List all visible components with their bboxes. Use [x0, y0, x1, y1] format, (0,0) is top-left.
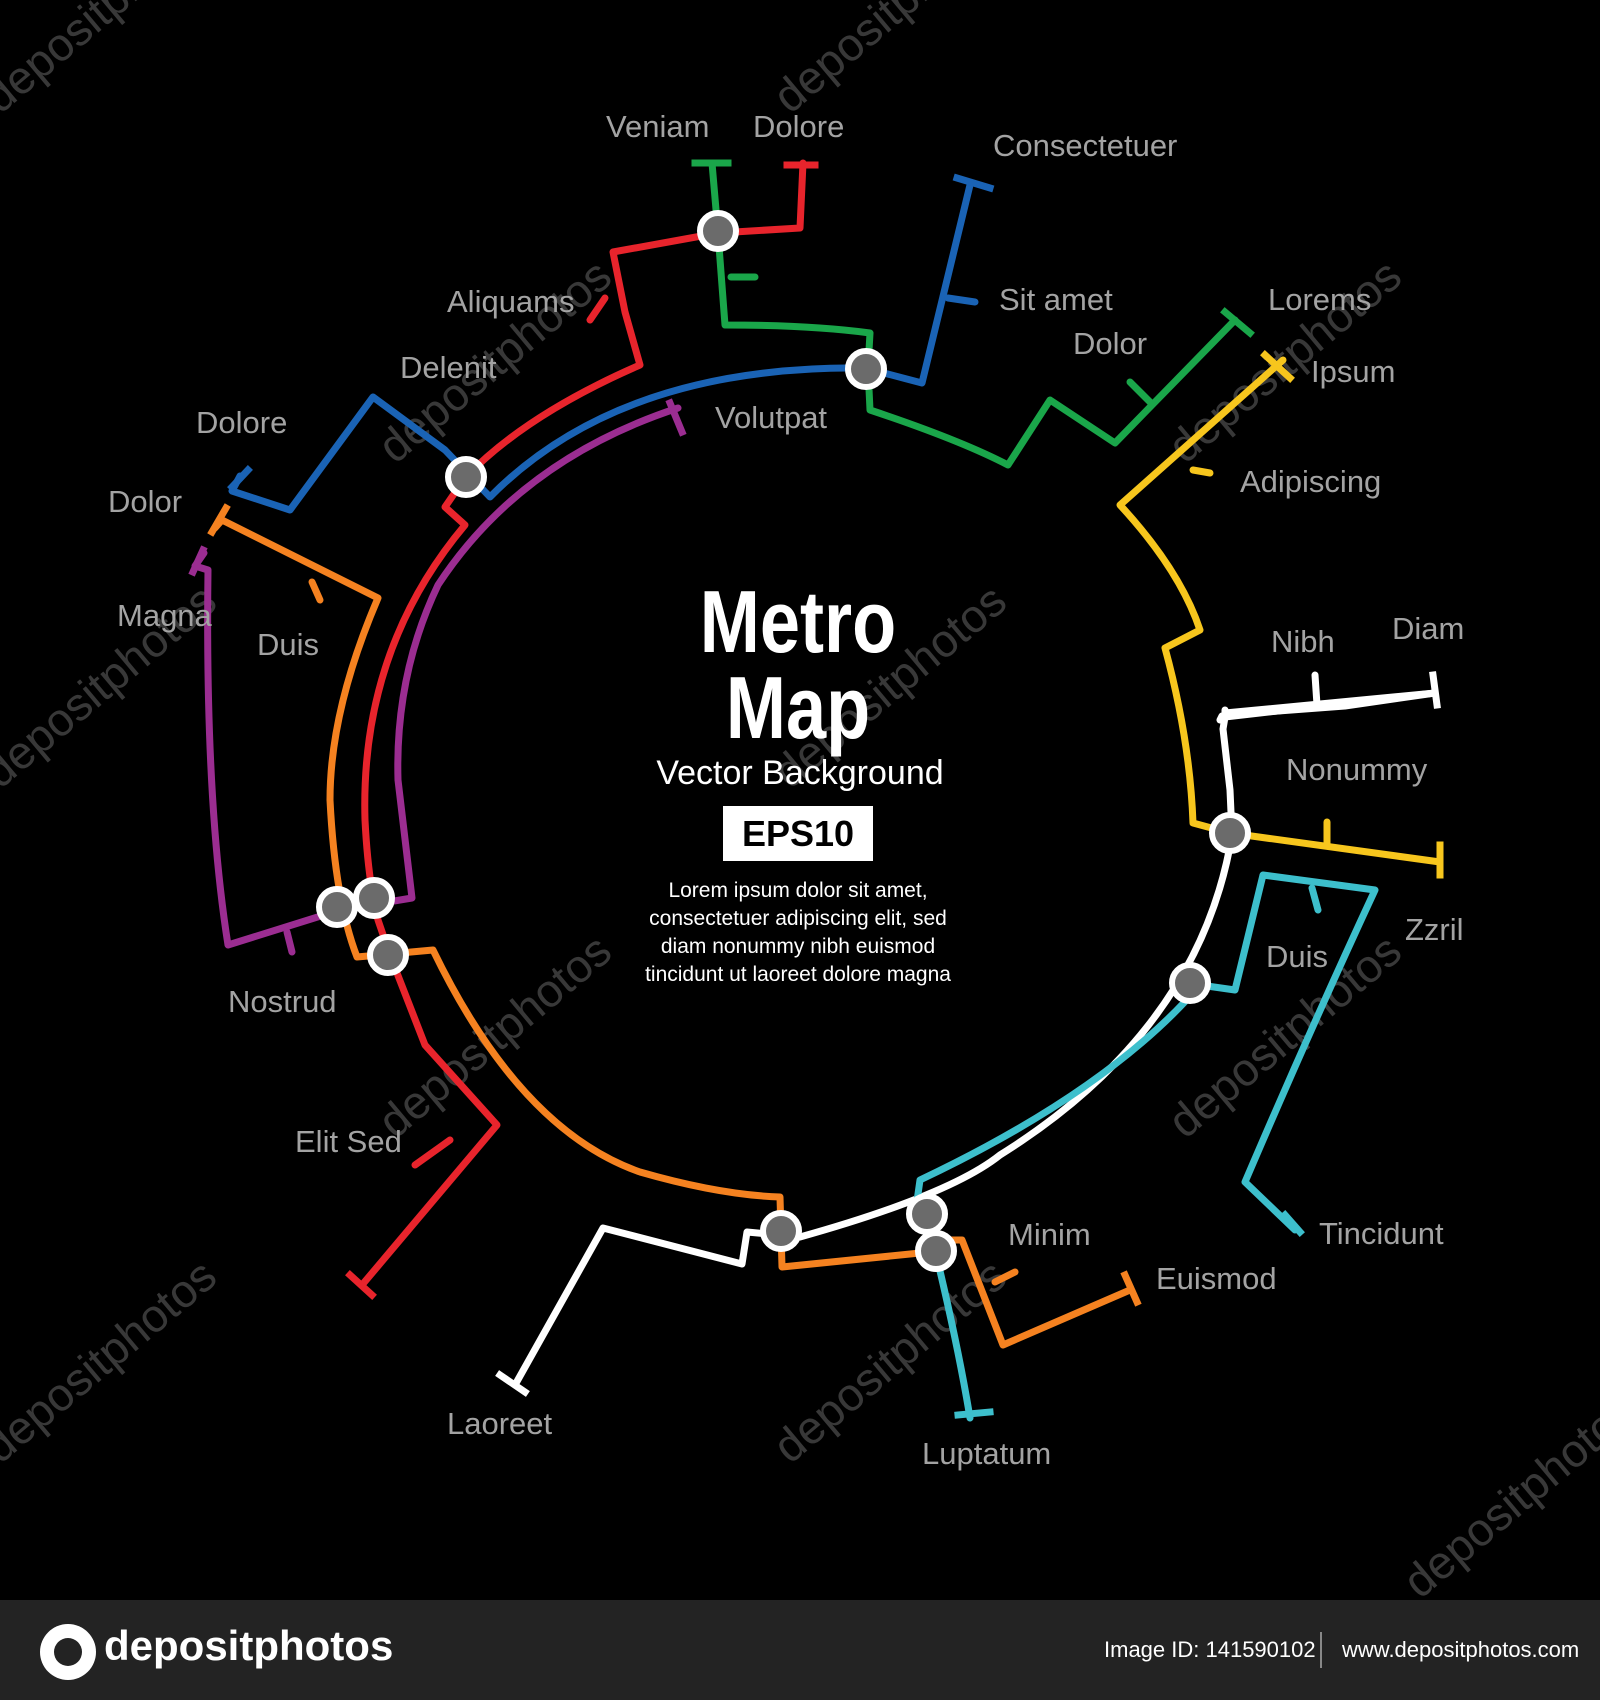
- terminus-cap: [345, 1270, 377, 1300]
- interchange-station: [760, 1210, 802, 1252]
- metro-line-purple: [191, 404, 682, 956]
- interchange-station: [845, 348, 887, 390]
- terminus-cap: [1429, 671, 1441, 709]
- terminus-cap: [207, 503, 231, 537]
- title-line-1: Metro: [700, 573, 896, 671]
- metro-line-red: [358, 159, 807, 1289]
- metro-line-cyan: [912, 871, 1379, 1422]
- station-label: Lorems: [1268, 282, 1371, 317]
- station-label: Dolor: [1073, 326, 1147, 361]
- station-label: Veniam: [606, 109, 709, 144]
- station-label: Diam: [1392, 611, 1464, 646]
- interchange-station: [906, 1193, 948, 1235]
- station-label: Dolor: [108, 484, 182, 519]
- station-label: Delenit: [400, 350, 497, 385]
- interchange-station: [1209, 812, 1251, 854]
- station-label: Dolore: [196, 405, 287, 440]
- station-label: Ipsum: [1311, 354, 1395, 389]
- interchange-station: [697, 210, 739, 252]
- metro-line-orange: [211, 516, 1134, 1349]
- station-labels: Veniam Dolore Consectetuer Sit amet Lore…: [108, 109, 1464, 1471]
- metro-map: depositphotos depositphotos depositphoto…: [0, 0, 1600, 1600]
- body-text-line: consectetuer adipiscing elit, sed: [649, 907, 947, 930]
- body-text-line: diam nonummy nibh euismod: [661, 935, 935, 958]
- station-label: Elit Sed: [295, 1124, 402, 1159]
- interchange-station: [1169, 962, 1211, 1004]
- station-label: Nibh: [1271, 624, 1335, 659]
- station-label: Duis: [257, 627, 319, 662]
- station-label: Luptatum: [922, 1436, 1051, 1471]
- station-label: Minim: [1008, 1217, 1091, 1252]
- terminus-cap: [665, 398, 687, 437]
- title-line-2: Map: [726, 659, 870, 757]
- interchange-station: [316, 886, 358, 928]
- terminus-cap: [1120, 1270, 1142, 1307]
- terminus-cap: [227, 465, 253, 492]
- depositphotos-logo-icon: [40, 1624, 96, 1680]
- terminus-cap: [1280, 1210, 1305, 1237]
- interchange-station: [367, 934, 409, 976]
- interchange-station: [353, 877, 395, 919]
- terminus-cap: [1260, 350, 1295, 383]
- station-label: Dolore: [753, 109, 844, 144]
- station-label: Tincidunt: [1319, 1216, 1444, 1251]
- center-title-block: Metro Map Vector Background EPS10 Lorem …: [645, 573, 951, 986]
- station-label: Laoreet: [447, 1406, 553, 1441]
- station-label: Sit amet: [999, 282, 1113, 317]
- interchange-station: [915, 1230, 957, 1272]
- station-label: Volutpat: [715, 400, 827, 435]
- station-label: Magna: [117, 598, 213, 633]
- subtitle: Vector Background: [656, 754, 943, 792]
- station-label: Euismod: [1156, 1261, 1277, 1296]
- terminus-cap: [952, 173, 995, 193]
- station-label: Duis: [1266, 939, 1328, 974]
- badge-box: [723, 806, 873, 861]
- metro-line-blue: [228, 181, 979, 514]
- terminus-cap: [954, 1408, 994, 1419]
- station-label: Nonummy: [1286, 752, 1428, 787]
- footer-bar: depositphotos Image ID: 141590102 www.de…: [0, 1600, 1600, 1700]
- station-label: Consectetuer: [993, 128, 1177, 163]
- footer-logo-text: depositphotos: [104, 1622, 394, 1669]
- station-label: Aliquams: [447, 284, 575, 319]
- station-label: Nostrud: [228, 984, 337, 1019]
- image-id: Image ID: 141590102: [1104, 1637, 1316, 1662]
- station-label: Zzril: [1405, 912, 1464, 947]
- terminus-cap: [1220, 307, 1255, 338]
- interchange-station: [445, 456, 487, 498]
- footer-divider: [1320, 1632, 1322, 1668]
- terminus-cap: [495, 1370, 530, 1397]
- metro-line-white: [511, 671, 1439, 1389]
- body-text-line: Lorem ipsum dolor sit amet,: [668, 879, 927, 902]
- station-label: Adipiscing: [1240, 464, 1381, 499]
- metro-line-yellow: [1116, 356, 1444, 866]
- site-url: www.depositphotos.com: [1342, 1637, 1580, 1662]
- body-text-line: tincidunt ut laoreet dolore magna: [645, 963, 951, 986]
- terminus-cap: [188, 545, 208, 577]
- badge-label: EPS10: [742, 813, 854, 854]
